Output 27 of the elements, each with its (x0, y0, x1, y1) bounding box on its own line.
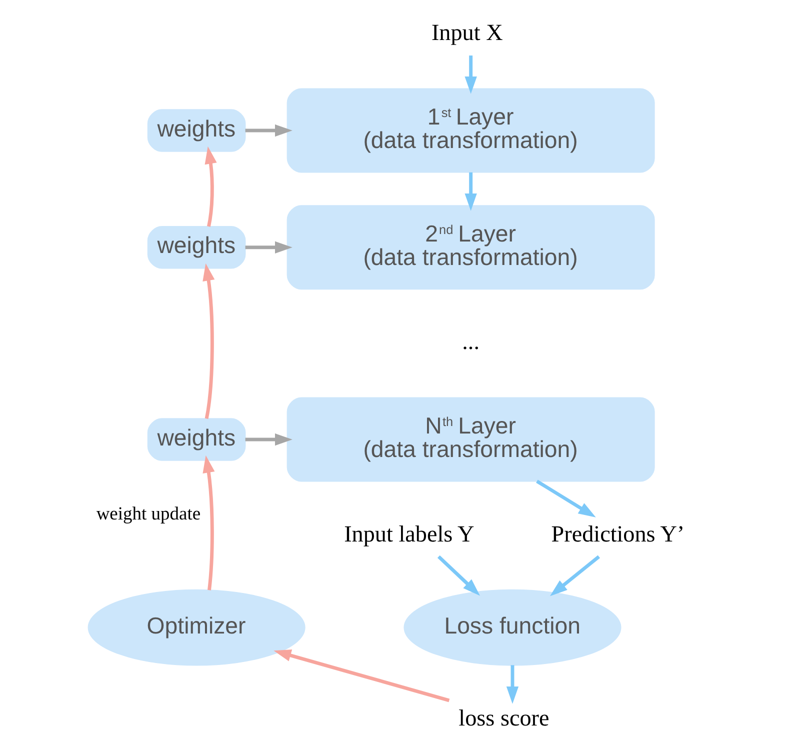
edge-label: weight update (96, 504, 200, 524)
arrow (464, 55, 476, 94)
arrow (550, 554, 600, 596)
arrow (244, 124, 292, 136)
arrow (464, 172, 476, 210)
node-ellipse: Optimizer (87, 588, 305, 666)
arrow (204, 146, 216, 226)
arrow (506, 664, 518, 704)
node-box: 2$^{nd}$ Layer (data transformation) (286, 204, 654, 290)
arrow (202, 262, 214, 418)
arrow (244, 432, 292, 446)
node-text: Predictions Y’ (550, 520, 684, 547)
node-text: Input X (430, 20, 502, 46)
arrow (436, 554, 480, 596)
label: ... (462, 328, 479, 355)
node-text: loss score (458, 704, 549, 731)
node-box: weights (146, 225, 246, 268)
arrow (244, 240, 292, 253)
arrow (273, 649, 450, 702)
arrow (202, 454, 214, 590)
node-box: N$^{th}$ Layer (data transformation) (286, 396, 654, 482)
node-box: 1$^{st}$ Layer (data transformation) (286, 88, 654, 172)
node-ellipse: Loss function (403, 588, 621, 666)
node-box: weights (146, 108, 246, 152)
node-text: Input labels Y (344, 520, 474, 547)
arrow (536, 479, 596, 517)
node-box: weights (146, 418, 246, 460)
